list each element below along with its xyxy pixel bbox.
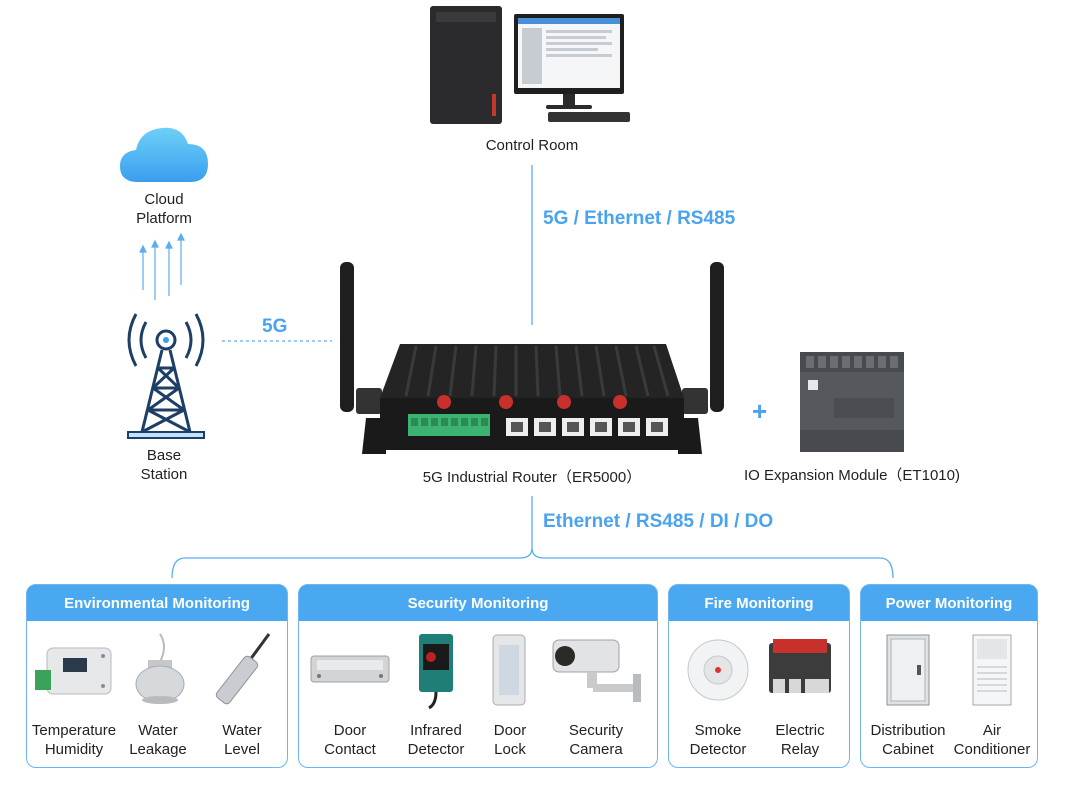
- infrared-detector-icon: [391, 625, 481, 715]
- cloud-label-line2: Platform: [136, 210, 192, 227]
- security-camera-icon: [551, 625, 641, 715]
- item-label: Infrared Detector: [407, 722, 465, 758]
- panel-title: Power Monitoring: [861, 585, 1037, 621]
- item-label: Electric Relay: [775, 722, 825, 758]
- item-distribution-cabinet: Distribution Cabinet: [863, 625, 953, 759]
- item-security-camera: Security Camera: [551, 625, 641, 759]
- item-electric-relay: Electric Relay: [755, 625, 845, 759]
- panel-title: Security Monitoring: [299, 585, 657, 621]
- control-room-label: Control Room: [485, 137, 579, 154]
- panel-title: Fire Monitoring: [669, 585, 849, 621]
- item-water-leakage: Water Leakage: [113, 625, 203, 759]
- item-label: Security Camera: [568, 722, 624, 758]
- cloud-icon: [118, 122, 210, 184]
- base-station-tower-icon: [118, 306, 214, 442]
- io-expansion-module: [794, 346, 910, 458]
- panel-fire-monitoring: Fire Monitoring Smoke Detector Electric …: [668, 584, 850, 768]
- item-water-level: Water Level: [197, 625, 287, 759]
- panel-environmental-monitoring: Environmental Monitoring Temperature Hum…: [26, 584, 288, 768]
- item-label: Air Conditioner: [953, 722, 1031, 758]
- water-leakage-sensor-icon: [113, 625, 203, 715]
- item-label: Door Contact: [324, 722, 376, 758]
- left-link-label: 5G: [262, 316, 288, 337]
- item-label: Smoke Detector: [689, 722, 747, 758]
- item-infrared-detector: Infrared Detector: [391, 625, 481, 759]
- item-door-contact: Door Contact: [305, 625, 395, 759]
- router-label: 5G Industrial Router（ER5000）: [422, 469, 642, 486]
- door-lock-icon: [465, 625, 555, 715]
- io-module-icon: [800, 352, 904, 452]
- base-station-label-line2: Station: [140, 466, 188, 483]
- distribution-cabinet-icon: [863, 625, 953, 715]
- computer-icon: [430, 6, 630, 124]
- cloud-label-line1: Cloud: [144, 191, 184, 208]
- item-temperature-humidity: Temperature Humidity: [29, 625, 119, 759]
- item-air-conditioner: Air Conditioner: [947, 625, 1037, 759]
- smoke-detector-icon: [673, 625, 763, 715]
- item-label: Water Level: [222, 722, 262, 758]
- item-door-lock: Door Lock: [465, 625, 555, 759]
- router-icon: [340, 262, 724, 454]
- industrial-router: [336, 258, 728, 458]
- item-label: Water Leakage: [129, 722, 187, 758]
- panel-title: Environmental Monitoring: [27, 585, 287, 621]
- item-label: Door Lock: [493, 722, 527, 758]
- item-label: Distribution Cabinet: [870, 722, 946, 758]
- panel-security-monitoring: Security Monitoring Door Contact Infrare…: [298, 584, 658, 768]
- top-link-label: 5G / Ethernet / RS485: [543, 208, 736, 229]
- air-conditioner-icon: [947, 625, 1037, 715]
- bottom-link-label: Ethernet / RS485 / DI / DO: [543, 511, 774, 532]
- control-room-computer: [428, 4, 638, 126]
- plus-sign: +: [752, 396, 768, 426]
- electric-relay-icon: [755, 625, 845, 715]
- temperature-humidity-sensor-icon: [29, 625, 119, 715]
- item-smoke-detector: Smoke Detector: [673, 625, 763, 759]
- io-module-label: IO Expansion Module（ET1010): [744, 467, 960, 484]
- water-level-sensor-icon: [197, 625, 287, 715]
- item-label: Temperature Humidity: [31, 722, 117, 758]
- base-station-label-line1: Base: [146, 447, 182, 464]
- panel-power-monitoring: Power Monitoring Distribution Cabinet Ai…: [860, 584, 1038, 768]
- door-contact-icon: [305, 625, 395, 715]
